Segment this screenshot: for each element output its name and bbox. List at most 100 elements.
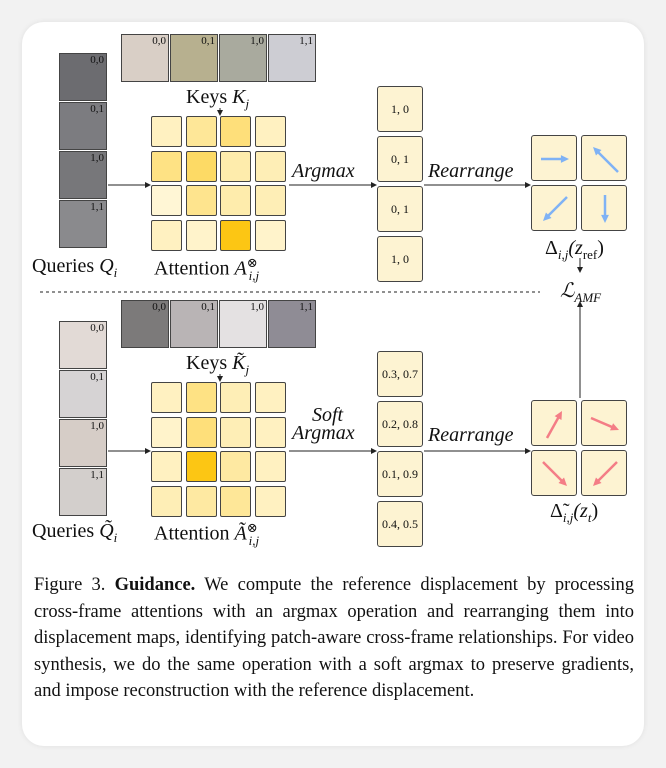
arrow-down-icon <box>601 195 609 223</box>
attention-cell <box>185 150 217 182</box>
attention-cell <box>254 185 286 216</box>
value-cell: 1, 0 <box>377 86 423 132</box>
value-cell: 0.1, 0.9 <box>377 451 423 497</box>
query-patch: 0,0 <box>59 53 107 101</box>
bottom-rearrange-label: Rearrange <box>428 424 514 446</box>
key-patch: 0,0 <box>121 34 169 82</box>
bottom-attention-label: Attention Ã⊗i,j <box>154 520 260 548</box>
caption-text: We compute the reference displacement by… <box>34 575 634 701</box>
attention-cell <box>220 382 251 413</box>
patch-index-label: 1,0 <box>250 35 264 47</box>
attention-cell <box>220 416 251 448</box>
arrow-down-left-icon <box>593 461 618 486</box>
patch-index-label: 1,1 <box>299 35 313 47</box>
loss-label: ℒAMF <box>560 280 602 305</box>
query-patch: 1,0 <box>59 419 107 467</box>
top-rearrange-label: Rearrange <box>428 160 514 182</box>
patch-index-label: 0,1 <box>201 35 215 47</box>
patch-index-label: 1,1 <box>90 201 104 213</box>
value-cell: 0.4, 0.5 <box>377 501 423 547</box>
figure-caption: Figure 3. Guidance. We compute the refer… <box>34 572 634 705</box>
patch-index-label: 0,1 <box>90 371 104 383</box>
top-attention-label: Attention A⊗i,j <box>154 255 260 283</box>
patch-index-label: 0,0 <box>90 322 104 334</box>
arrow-down-right-icon <box>542 461 567 486</box>
displacement-cell <box>581 450 627 496</box>
bottom-argmax-label: Argmax <box>292 422 355 444</box>
key-patch: 1,1 <box>268 34 316 82</box>
value-cell: 0, 1 <box>377 186 423 232</box>
patch-index-label: 0,0 <box>90 54 104 66</box>
displacement-cell <box>531 400 577 446</box>
displacement-cell <box>531 135 577 181</box>
attention-cell <box>254 382 286 413</box>
caption-prefix: Figure 3. <box>34 575 106 595</box>
patch-index-label: 1,1 <box>299 301 313 313</box>
value-cell: 0.2, 0.8 <box>377 401 423 447</box>
attention-cell <box>254 219 286 251</box>
attention-cell <box>185 416 217 448</box>
key-patch: 1,0 <box>219 34 267 82</box>
attention-cell <box>151 185 182 216</box>
displacement-cell <box>531 185 577 231</box>
attention-cell <box>151 416 182 448</box>
attention-cell <box>254 416 286 448</box>
attention-cell <box>185 451 217 482</box>
bottom-queries-label: Queries Q̃i <box>32 520 118 545</box>
query-patch: 1,1 <box>59 468 107 516</box>
displacement-cell <box>581 400 627 446</box>
query-patch: 0,1 <box>59 370 107 418</box>
arrow-right-icon <box>541 155 569 163</box>
attention-cell <box>220 185 251 216</box>
attention-cell <box>151 116 182 147</box>
attention-cell <box>220 219 251 251</box>
attention-cell <box>220 485 251 517</box>
top-queries-label: Queries Qi <box>32 255 118 280</box>
attention-cell <box>254 116 286 147</box>
attention-cell <box>185 219 217 251</box>
patch-index-label: 1,1 <box>90 469 104 481</box>
value-cell: 0.3, 0.7 <box>377 351 423 397</box>
attention-cell <box>254 485 286 517</box>
attention-cell <box>151 150 182 182</box>
key-patch: 0,1 <box>170 300 218 348</box>
value-cell: 1, 0 <box>377 236 423 282</box>
attention-cell <box>220 150 251 182</box>
arrow-right-down-icon <box>590 416 619 431</box>
attention-cell <box>151 382 182 413</box>
value-cell: 0, 1 <box>377 136 423 182</box>
attention-cell <box>151 485 182 517</box>
patch-index-label: 0,1 <box>90 103 104 115</box>
top-argmax-label: Argmax <box>292 160 355 182</box>
caption-title: Guidance. <box>114 575 196 595</box>
displacement-cell <box>581 135 627 181</box>
displacement-cell <box>581 185 627 231</box>
arrow-up-left-icon <box>593 147 619 173</box>
attention-cell <box>220 451 251 482</box>
key-patch: 0,0 <box>121 300 169 348</box>
patch-index-label: 0,1 <box>201 301 215 313</box>
query-patch: 0,1 <box>59 102 107 150</box>
attention-cell <box>151 219 182 251</box>
patch-index-label: 1,0 <box>250 301 264 313</box>
arrow-down-left-icon <box>543 196 568 221</box>
query-patch: 1,1 <box>59 200 107 248</box>
key-patch: 1,0 <box>219 300 267 348</box>
attention-cell <box>185 116 217 147</box>
query-patch: 0,0 <box>59 321 107 369</box>
arrow-up-right-icon <box>545 411 562 439</box>
patch-index-label: 0,0 <box>152 301 166 313</box>
top-displacement-label: Δi,j(zref) <box>545 237 604 262</box>
patch-index-label: 0,0 <box>152 35 166 47</box>
attention-cell <box>254 150 286 182</box>
attention-cell <box>151 451 182 482</box>
displacement-cell <box>531 450 577 496</box>
attention-cell <box>185 185 217 216</box>
key-patch: 0,1 <box>170 34 218 82</box>
bottom-soft-label: Soft <box>312 404 344 426</box>
top-keys-label: Keys Kj <box>186 86 250 111</box>
patch-index-label: 1,0 <box>90 420 104 432</box>
bottom-keys-label: Keys K̃j <box>186 352 250 377</box>
key-patch: 1,1 <box>268 300 316 348</box>
